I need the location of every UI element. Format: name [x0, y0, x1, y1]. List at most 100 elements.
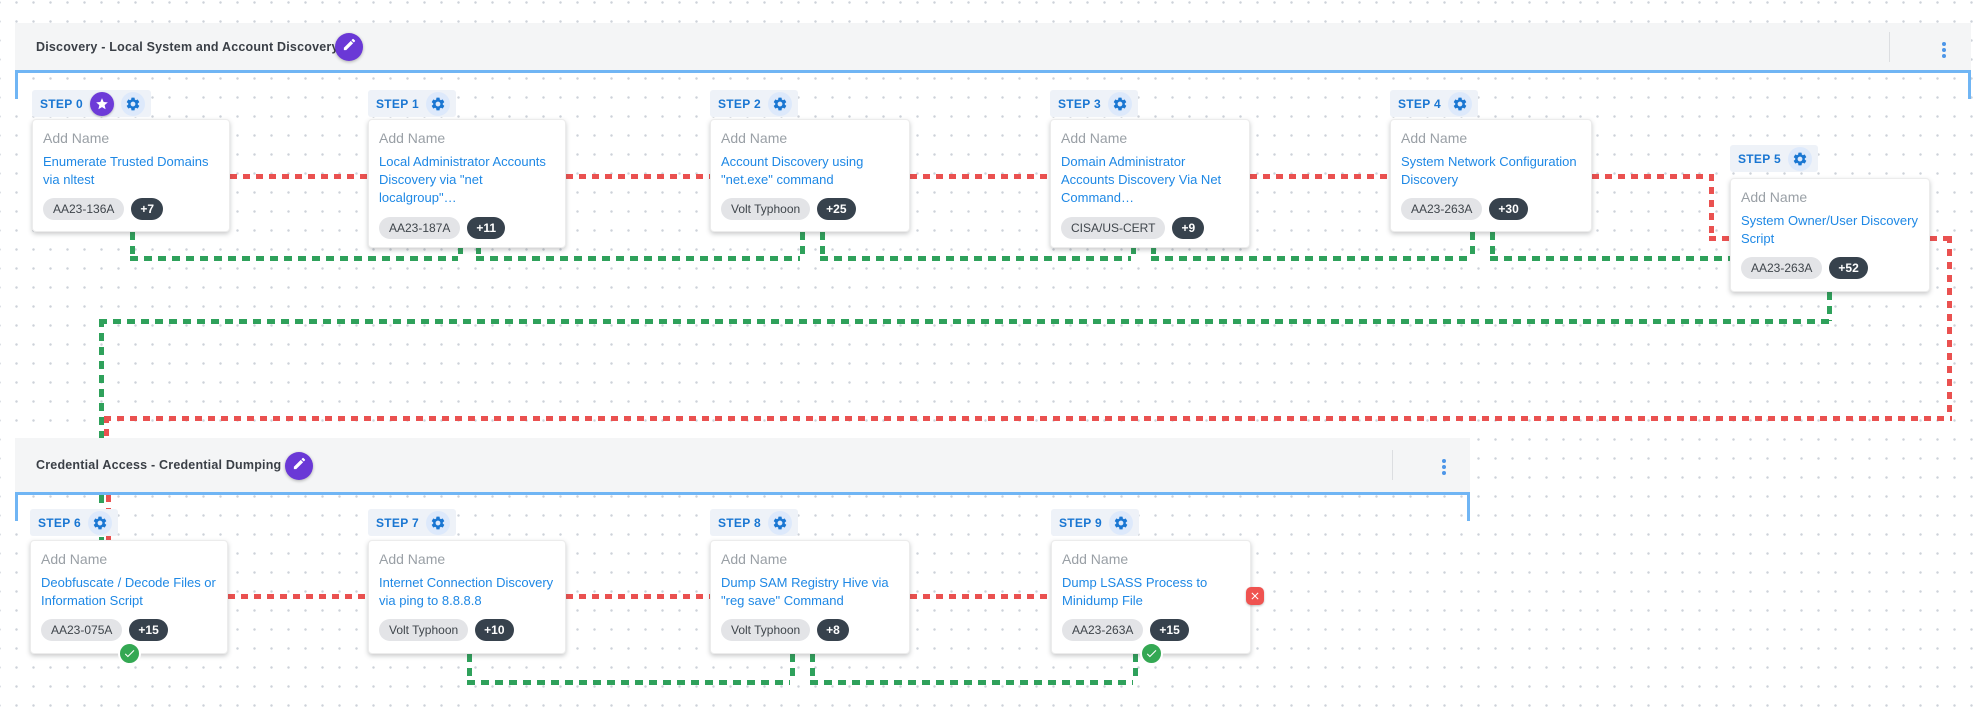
step-4-source-tag: AA23-263A — [1401, 198, 1483, 221]
step-1-label: STEP 1 — [376, 96, 419, 111]
step-7-label: STEP 7 — [376, 515, 419, 530]
red-connector-segment — [1250, 174, 1390, 179]
pencil-icon — [342, 37, 357, 57]
step-8-count-badge: +8 — [817, 619, 849, 642]
step-7-count-badge: +10 — [475, 619, 514, 642]
green-connector-segment — [820, 232, 825, 258]
green-connector-segment — [1470, 232, 1475, 258]
step-0-assessment-link[interactable]: Enumerate Trusted Domains via nltest — [43, 154, 209, 188]
step-5-assessment-link[interactable]: System Owner/User Discovery Script — [1741, 213, 1918, 247]
red-connector-segment — [228, 594, 368, 599]
step-5-settings-button[interactable] — [1787, 146, 1812, 171]
step-8-source-tag: Volt Typhoon — [721, 619, 811, 642]
step-6-label: STEP 6 — [38, 515, 81, 530]
step-3-name-input[interactable]: Add Name — [1061, 130, 1128, 146]
step-4-settings-button[interactable] — [1447, 91, 1472, 116]
step-2-count-badge: +25 — [817, 198, 856, 221]
step-8-name-input[interactable]: Add Name — [721, 551, 788, 567]
section-2-menu-button[interactable] — [1435, 456, 1453, 478]
section-1-left-border — [15, 73, 18, 99]
step-9-assessment-link[interactable]: Dump LSASS Process to Minidump File — [1062, 575, 1208, 609]
step-4-count-badge: +30 — [1489, 198, 1528, 221]
step-2-settings-button[interactable] — [767, 91, 792, 116]
step-6-settings-button[interactable] — [87, 510, 112, 535]
section-1-menu-button[interactable] — [1935, 39, 1953, 61]
step-0-name-input[interactable]: Add Name — [43, 130, 110, 146]
step-7-label-chip: STEP 7 — [368, 509, 456, 536]
step-1-count-badge: +11 — [467, 216, 506, 239]
step-0-label-chip: STEP 0 — [32, 90, 151, 117]
step-7-name-input[interactable]: Add Name — [379, 551, 446, 567]
section-2-header: Credential Access - Credential Dumping — [15, 438, 1470, 492]
step-2-assessment-link[interactable]: Account Discovery using "net.exe" comman… — [721, 154, 864, 188]
step-2-name-input[interactable]: Add Name — [721, 130, 788, 146]
green-connector-segment — [810, 680, 1133, 685]
green-connector-segment — [810, 654, 815, 682]
step-9-name-input[interactable]: Add Name — [1062, 551, 1129, 567]
step-6-count-badge: +15 — [129, 619, 168, 642]
step-4-assessment-link[interactable]: System Network Configuration Discovery — [1401, 154, 1577, 188]
red-connector-segment — [104, 416, 1952, 421]
red-connector-segment — [1930, 236, 1952, 241]
red-connector-segment — [566, 174, 710, 179]
red-connector-segment — [1709, 174, 1714, 238]
step-7-assessment-link[interactable]: Internet Connection Discovery via ping t… — [379, 575, 554, 609]
step-3-assessment-link[interactable]: Domain Administrator Accounts Discovery … — [1061, 154, 1222, 206]
step-5-source-tag: AA23-263A — [1741, 257, 1823, 280]
edit-section-2-button[interactable] — [285, 452, 313, 480]
gear-icon — [125, 96, 141, 112]
step-1-name-input[interactable]: Add Name — [379, 130, 446, 146]
step-9-label: STEP 9 — [1059, 515, 1102, 530]
step-7-settings-button[interactable] — [425, 510, 450, 535]
green-connector-segment — [1490, 232, 1495, 258]
gear-icon — [1452, 96, 1468, 112]
step-0-settings-button[interactable] — [120, 91, 145, 116]
step-3-count-badge: +9 — [1172, 216, 1205, 239]
step-9-settings-button[interactable] — [1108, 510, 1133, 535]
step-5-name-input[interactable]: Add Name — [1741, 189, 1808, 205]
error-x-icon — [1246, 587, 1264, 605]
step-1-assessment-link[interactable]: Local Administrator Accounts Discovery v… — [379, 154, 546, 206]
step-9-label-chip: STEP 9 — [1051, 509, 1139, 536]
green-connector-segment — [130, 232, 135, 258]
edit-section-1-button[interactable] — [335, 33, 363, 61]
success-check-icon — [1139, 642, 1163, 665]
section-1-top-border — [15, 70, 1971, 73]
step-8-settings-button[interactable] — [767, 510, 792, 535]
step-3-settings-button[interactable] — [1107, 91, 1132, 116]
step-9-source-tag: AA23-263A — [1062, 619, 1144, 642]
red-connector-segment — [230, 174, 368, 179]
green-connector-segment — [467, 654, 472, 682]
section-2-top-border — [15, 492, 1470, 495]
red-connector-segment — [104, 416, 109, 440]
section-2-right-border — [1467, 495, 1470, 521]
step-4-name-input[interactable]: Add Name — [1401, 130, 1468, 146]
green-connector-segment — [476, 256, 800, 261]
step-2-label-chip: STEP 2 — [710, 90, 798, 117]
step-6-assessment-link[interactable]: Deobfuscate / Decode Files or Informatio… — [41, 575, 216, 609]
step-6-name-input[interactable]: Add Name — [41, 551, 108, 567]
green-connector-segment — [800, 232, 805, 258]
red-connector-segment — [566, 594, 710, 599]
section-2-title: Credential Access - Credential Dumping — [36, 458, 282, 472]
red-connector-segment — [1709, 236, 1733, 241]
green-connector-segment — [99, 319, 104, 438]
step-8-label: STEP 8 — [718, 515, 761, 530]
step-8-assessment-link[interactable]: Dump SAM Registry Hive via "reg save" Co… — [721, 575, 889, 609]
section-1-title: Discovery - Local System and Account Dis… — [36, 39, 339, 54]
step-0-source-tag: AA23-136A — [43, 198, 125, 221]
step-1-settings-button[interactable] — [425, 91, 450, 116]
red-connector-segment — [910, 174, 1050, 179]
step-3-label: STEP 3 — [1058, 96, 1101, 111]
